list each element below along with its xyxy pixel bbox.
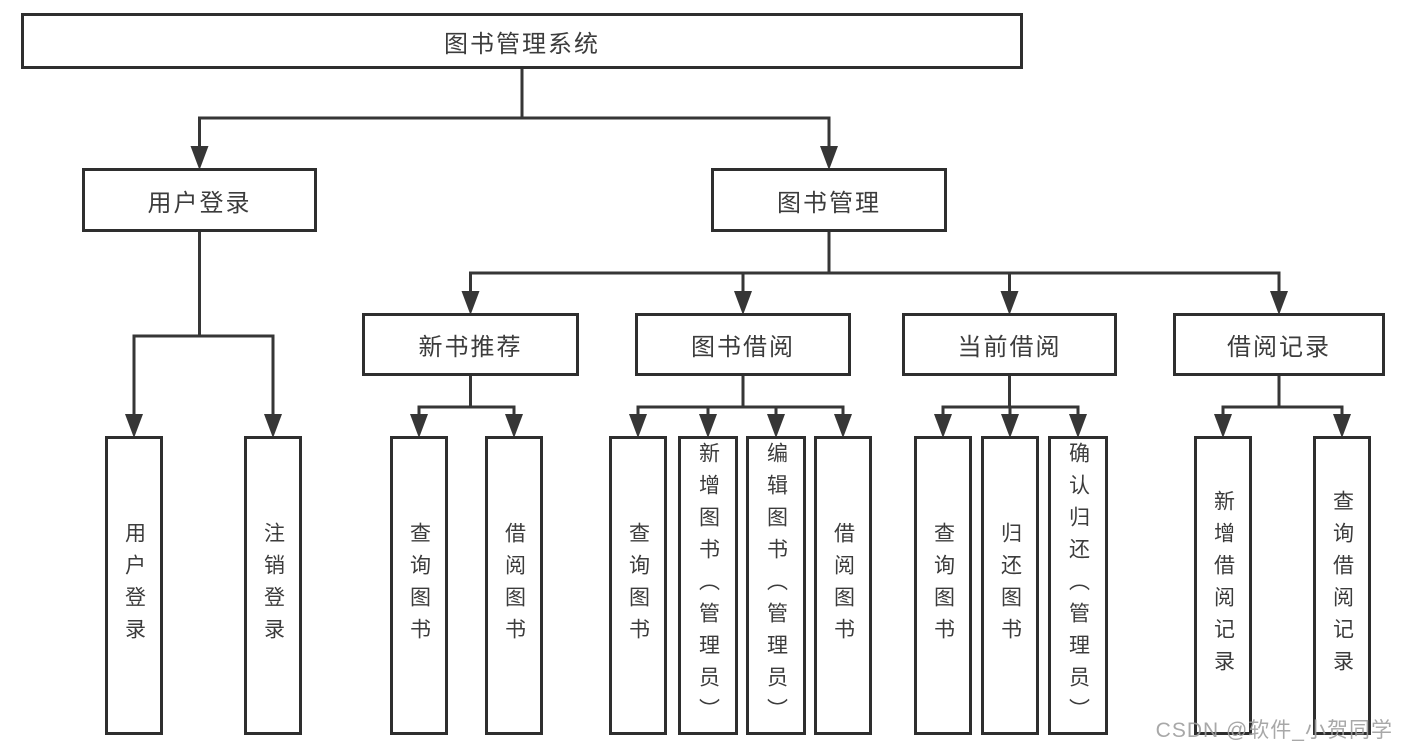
arrowhead-icon	[734, 291, 752, 315]
arrowhead-icon	[264, 414, 282, 438]
arrowhead-icon	[1214, 414, 1232, 438]
diagram-node-bb-borrow: 借阅图书	[814, 436, 872, 735]
diagram-node-bb-add: 新增图书（管理员）	[678, 436, 738, 735]
diagram-node-ul-login: 用户登录	[105, 436, 163, 735]
diagram-node-nbr-query: 查询图书	[390, 436, 448, 735]
arrowhead-icon	[629, 414, 647, 438]
arrowhead-icon	[820, 146, 838, 170]
diagram-node-borrow-records: 借阅记录	[1173, 313, 1385, 376]
diagram-node-user-login: 用户登录	[82, 168, 317, 232]
arrowhead-icon	[767, 414, 785, 438]
arrowhead-icon	[125, 414, 143, 438]
arrowhead-icon	[934, 414, 952, 438]
diagram-node-nbr-borrow: 借阅图书	[485, 436, 543, 735]
arrowhead-icon	[699, 414, 717, 438]
diagram-node-book-borrow: 图书借阅	[635, 313, 851, 376]
arrowhead-icon	[1069, 414, 1087, 438]
diagram-node-new-book-rec: 新书推荐	[362, 313, 579, 376]
diagram-node-bb-query: 查询图书	[609, 436, 667, 735]
diagram-node-cb-confirm: 确认归还（管理员）	[1048, 436, 1108, 735]
diagram-node-book-mgmt: 图书管理	[711, 168, 947, 232]
diagram-node-cb-query: 查询图书	[914, 436, 972, 735]
arrowhead-icon	[1333, 414, 1351, 438]
diagram-node-cb-return: 归还图书	[981, 436, 1039, 735]
arrowhead-icon	[505, 414, 523, 438]
diagram-node-br-query: 查询借阅记录	[1313, 436, 1371, 735]
arrowhead-icon	[1000, 291, 1019, 315]
arrowhead-icon	[410, 414, 428, 438]
diagram-node-bb-edit: 编辑图书（管理员）	[746, 436, 806, 735]
arrowhead-icon	[1001, 414, 1019, 438]
arrowhead-icon	[190, 146, 209, 170]
diagram-node-current-borrow: 当前借阅	[902, 313, 1117, 376]
arrowhead-icon	[1270, 291, 1288, 315]
diagram-node-br-add: 新增借阅记录	[1194, 436, 1252, 735]
diagram-node-root: 图书管理系统	[21, 13, 1023, 69]
arrowhead-icon	[834, 414, 852, 438]
arrowhead-icon	[461, 291, 480, 315]
diagram-node-ul-logout: 注销登录	[244, 436, 302, 735]
